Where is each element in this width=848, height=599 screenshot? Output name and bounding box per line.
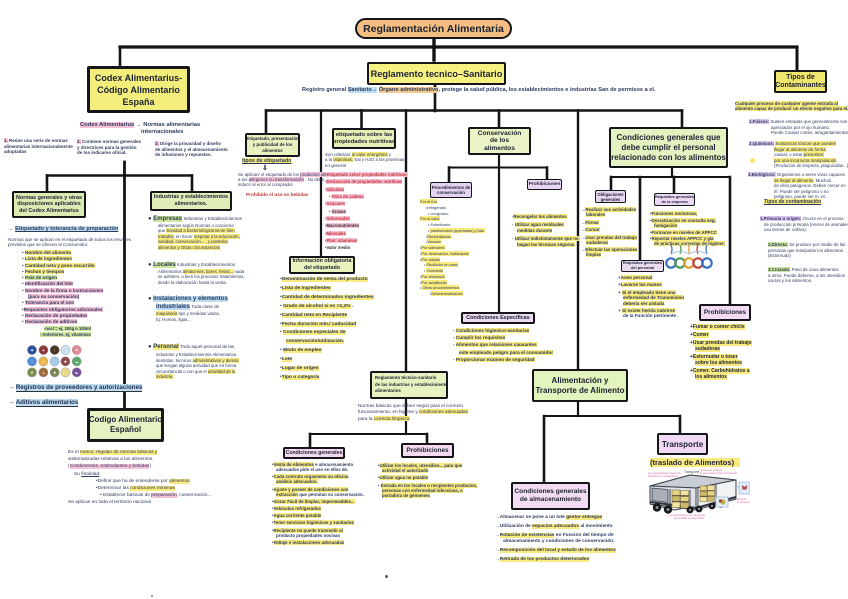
svg-text:☀: ☀: [42, 360, 45, 364]
svg-text:☯: ☯: [75, 371, 78, 375]
svg-text:durante el trasiego ...: durante el trasiego ...: [700, 468, 726, 472]
svg-text:el peor riesgo tiene el traspo: el peor riesgo tiene el trasporte: [700, 471, 738, 475]
svg-text:★: ★: [42, 348, 45, 352]
svg-text:el transporte: el transporte: [737, 500, 750, 504]
svg-text:✺: ✺: [64, 360, 67, 364]
svg-text:durante: durante: [737, 497, 747, 501]
svg-text:☘: ☘: [30, 371, 33, 375]
svg-text:apropiados su seguridad...: apropiados su seguridad...: [674, 516, 706, 520]
svg-text:♺: ♺: [42, 371, 45, 375]
svg-text:los alimentos en el transporte: los alimentos en el transporte: [670, 513, 706, 517]
svg-text:☁: ☁: [75, 360, 78, 364]
svg-text:de contenedores isotermos,: de contenedores isotermos,: [648, 471, 681, 475]
svg-text:⚑: ⚑: [75, 348, 78, 352]
svg-text:✹: ✹: [53, 371, 56, 375]
svg-text:♡: ♡: [30, 360, 33, 364]
svg-text:Transporte: Transporte: [684, 470, 700, 474]
svg-text:frigorificos o refrigerantes: frigorificos o refrigerantes: [648, 474, 679, 478]
svg-text:!: !: [54, 348, 55, 352]
svg-text:✚: ✚: [31, 348, 34, 352]
